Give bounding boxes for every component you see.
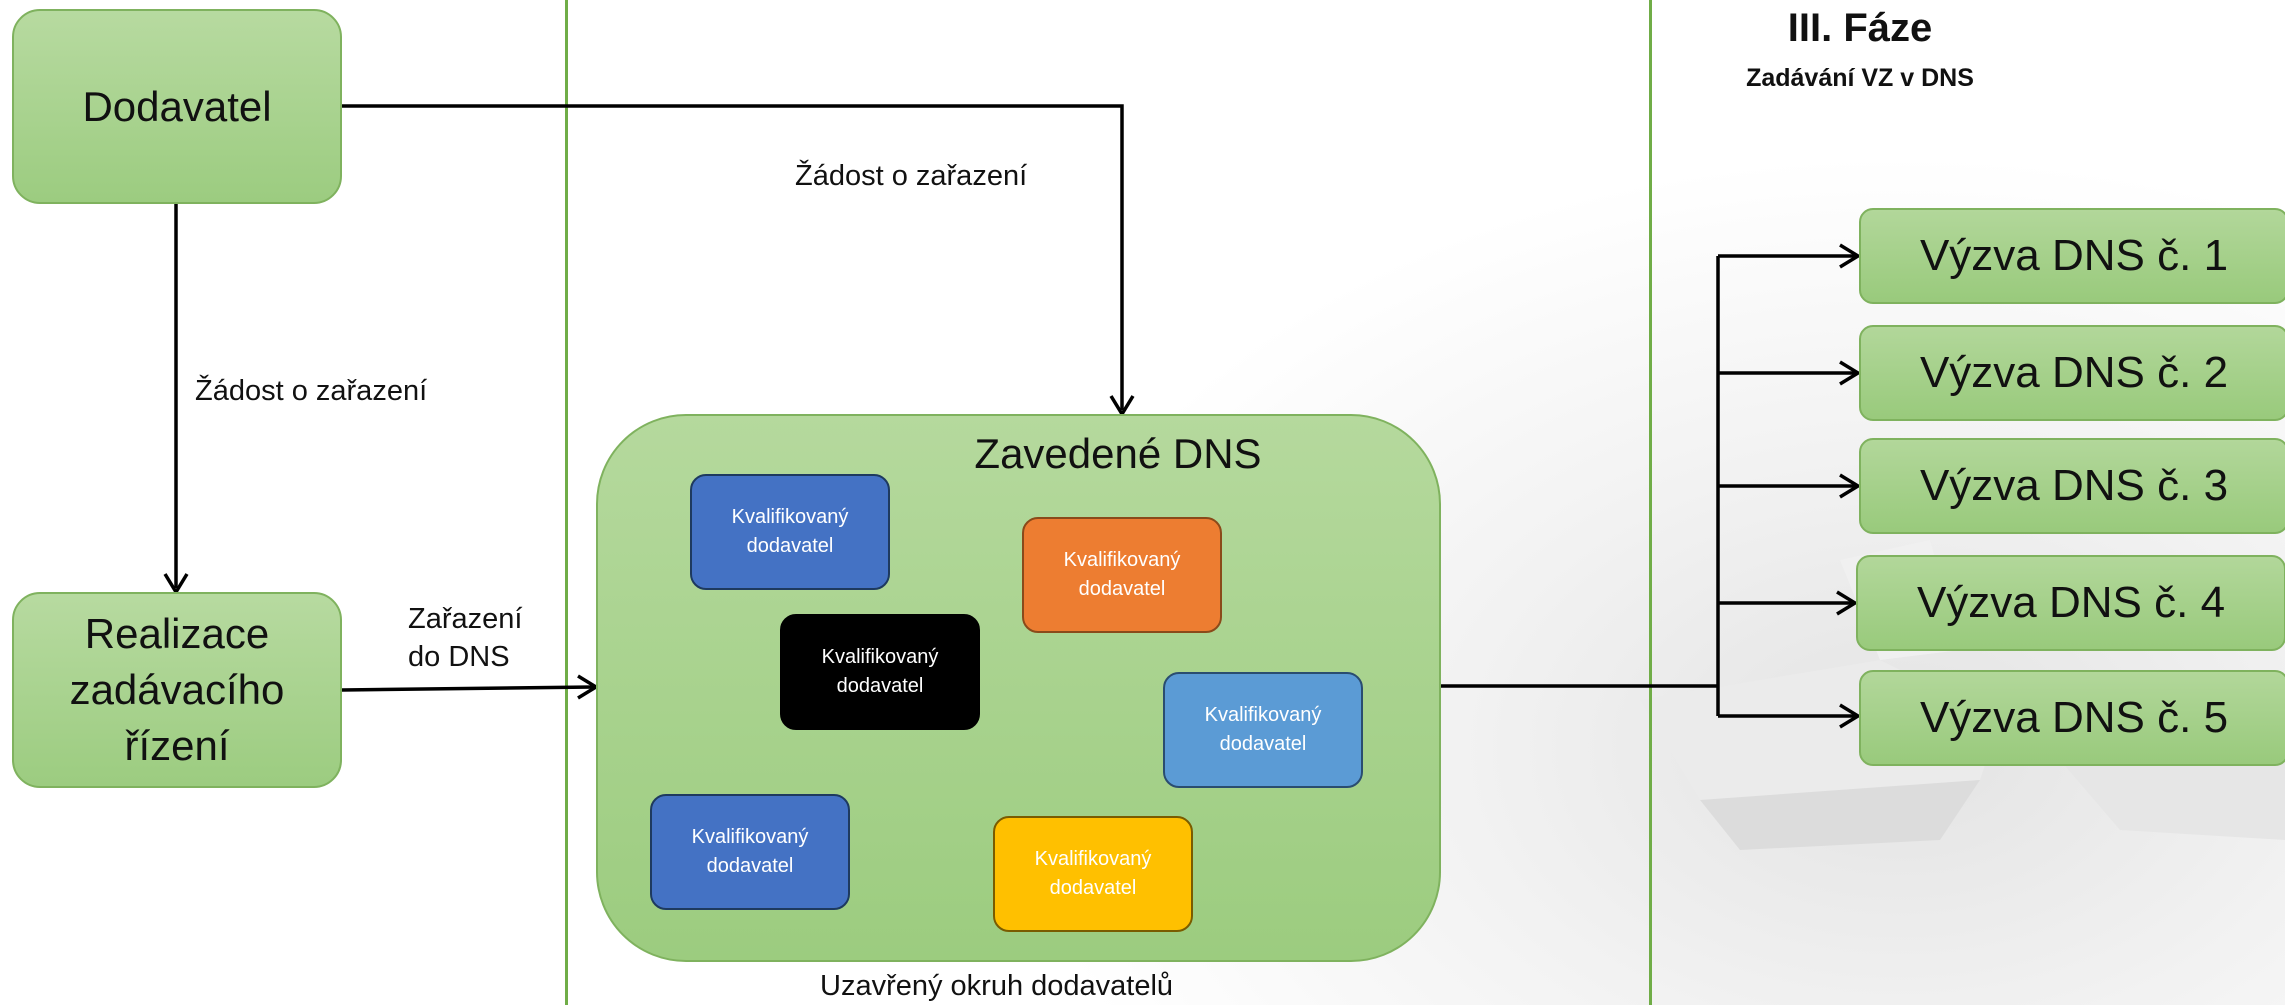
phase-divider-right <box>1649 0 1652 1005</box>
arrow-inclusion <box>341 685 595 692</box>
supplier-label: Dodavatel <box>82 82 272 130</box>
request-label-left: Žádost o zařazení <box>195 375 428 407</box>
procurement-label-line1: Realizace <box>84 610 270 657</box>
dns-call-5: Výzva DNS č. 5 <box>1859 670 2285 766</box>
closed-circle-label: Uzavřený okruh dodavatelů <box>820 970 1174 1002</box>
phase-subtitle: Zadávání VZ v DNS <box>1746 64 1974 92</box>
dns-title: Zavedené DNS <box>974 430 1262 477</box>
supplier-box: Dodavatel <box>12 9 342 204</box>
procurement-label-line2: zadávacího <box>69 666 285 713</box>
dns-call-1: Výzva DNS č. 1 <box>1859 208 2285 304</box>
dns-call-2: Výzva DNS č. 2 <box>1859 325 2285 421</box>
arrow-request-top <box>342 104 1124 410</box>
procurement-label-line3: řízení <box>124 722 230 769</box>
request-label-top: Žádost o zařazení <box>795 160 1028 192</box>
inclusion-label: Zařazení do DNS <box>408 603 523 673</box>
dns-call-3: Výzva DNS č. 3 <box>1859 438 2285 534</box>
procurement-box: Realizace zadávacího řízení <box>12 592 342 788</box>
phase-title: III. Fáze <box>1787 6 1933 50</box>
dns-call-4: Výzva DNS č. 4 <box>1856 555 2285 651</box>
phase-divider-left <box>565 0 568 1005</box>
